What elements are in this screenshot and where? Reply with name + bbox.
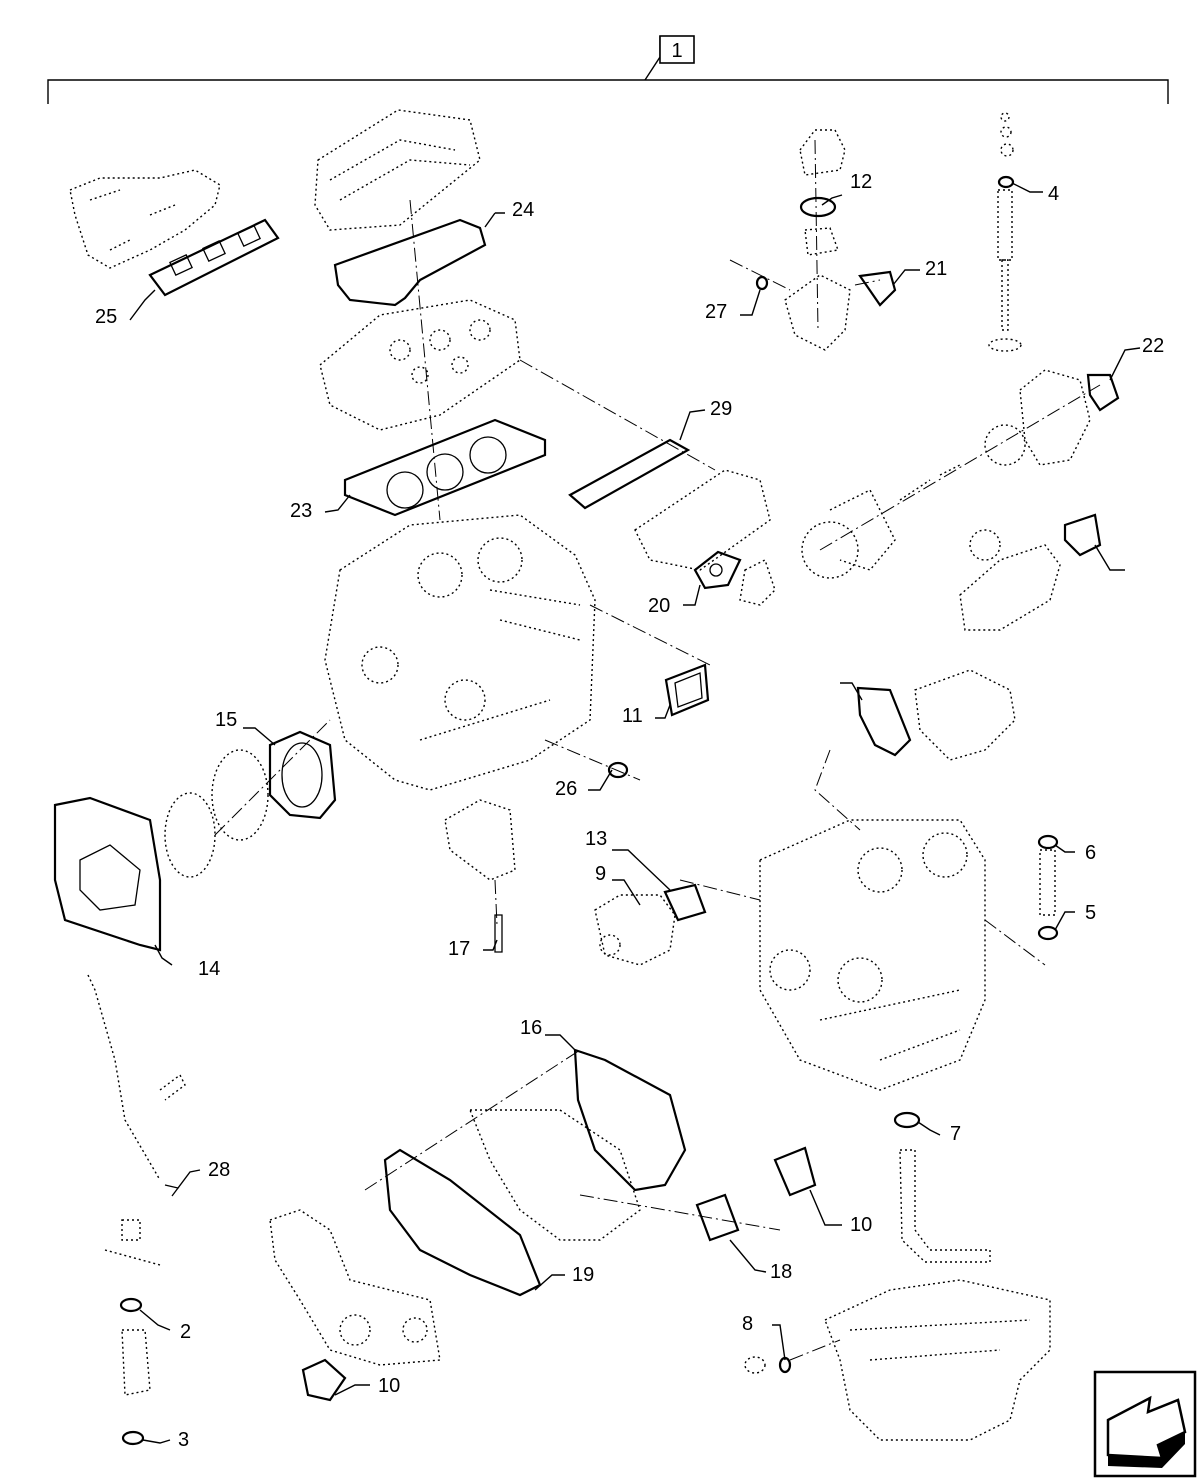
- kit-parts: [53, 175, 1120, 1446]
- callout-2: 2: [180, 1321, 191, 1343]
- arrow-icon[interactable]: [1093, 1370, 1197, 1478]
- callout-19: 18: [770, 1261, 792, 1283]
- callout-14: 12: [850, 171, 872, 193]
- callout-23: 21: [925, 258, 947, 280]
- callout-26: 24: [512, 199, 534, 221]
- callout-5: 5: [1085, 902, 1096, 924]
- callout-7: 7: [950, 1123, 961, 1145]
- callout-25: 23: [290, 500, 312, 522]
- kit-callout: 1: [671, 40, 682, 62]
- callout-30: 28: [208, 1159, 230, 1181]
- callout-13: 13: [585, 828, 607, 850]
- callout-18: 17: [448, 938, 470, 960]
- callout-28: 26: [555, 778, 577, 800]
- callout-8: 8: [742, 1313, 753, 1335]
- callout-27: 25: [95, 306, 117, 328]
- callout-31: 29: [710, 398, 732, 420]
- callout-21: 20: [648, 595, 670, 617]
- kit-bracket: 1: [47, 35, 1169, 104]
- callout-10-left: 10: [378, 1375, 400, 1397]
- callout-4: 4: [1048, 183, 1059, 205]
- center-lines: [214, 139, 1101, 1361]
- callout-29: 27: [705, 301, 727, 323]
- callout-15: 14: [198, 958, 220, 980]
- callout-10-right: 10: [850, 1214, 872, 1236]
- callout-11: 11: [622, 705, 643, 727]
- callout-17: 16: [520, 1017, 542, 1039]
- callout-16: 15: [215, 709, 237, 731]
- callout-3: 3: [178, 1429, 189, 1451]
- callout-9: 9: [595, 863, 606, 885]
- callout-20: 19: [572, 1264, 594, 1286]
- callout-6: 6: [1085, 842, 1096, 864]
- reference-parts: [69, 109, 1091, 1441]
- callouts: 24 25 23 29 20 11 26 15 14 17 13 9 12 4 …: [95, 171, 1164, 1451]
- callout-22-text: 22: [1142, 335, 1164, 357]
